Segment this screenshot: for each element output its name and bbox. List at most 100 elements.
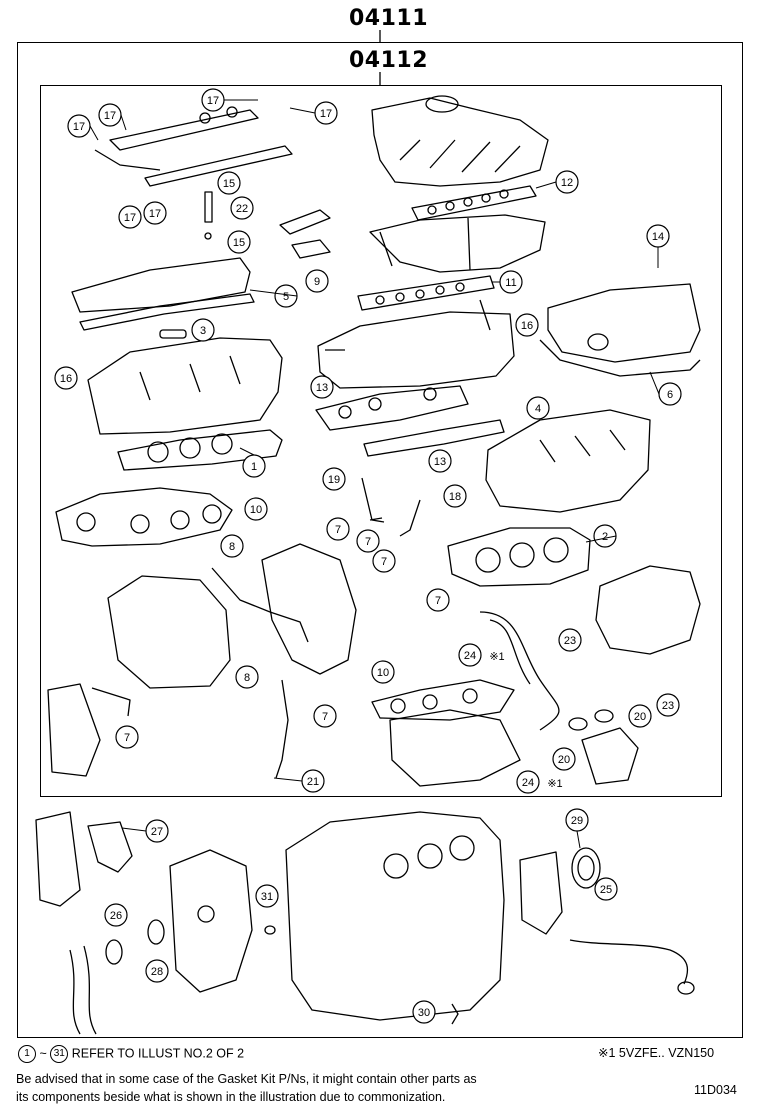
callout-c7e [115,725,139,749]
callout-c9-num: 9 [314,276,320,288]
outer-kit-code: 04111 [349,6,429,31]
gasket-10b [371,679,515,721]
callout-c24a-num: 24 [464,650,476,662]
outer-kit-frame [17,42,743,1038]
callout-c15b-num: 15 [233,237,245,249]
inner-kit-code: 04112 [349,48,429,73]
illustration-code: 11D034 [694,1083,737,1097]
callout-c15a-num: 15 [223,178,235,190]
callout-c15a [217,171,241,195]
callout-c6-num: 6 [667,389,673,401]
callout-c8b [235,665,259,689]
callout-c7d [426,588,450,612]
callout-c25 [594,877,618,901]
refer-note: 1 ~ 31 REFER TO ILLUST NO.2 OF 2 [18,1045,244,1063]
callout-c3 [191,318,215,342]
callout-c13a [310,375,334,399]
callout-c23a [558,628,582,652]
advisory-line-2: its components beside what is shown in t… [16,1090,446,1104]
callout-c22-num: 22 [236,203,248,215]
inner-kit-frame [40,85,722,797]
callout-c2-num: 2 [602,531,608,543]
callout-c13a-num: 13 [316,382,328,394]
left-cylinder-head [87,337,283,435]
callout-c7d-num: 7 [435,595,441,607]
callout-c5-num: 5 [283,291,289,303]
callout-c17f [143,201,167,225]
exhaust-manifold-left [55,487,233,547]
callout-c15b [227,230,251,254]
callout-c7b-num: 7 [365,536,371,548]
callout-c4 [526,396,550,420]
callout-c7e-num: 7 [124,732,130,744]
callout-c20b-num: 20 [558,754,570,766]
callout-c4-num: 4 [535,403,541,415]
callout-c17b-num: 17 [104,110,116,122]
callout-c7c [372,549,396,573]
callout-c31-num: 31 [261,891,273,903]
callout-c24a [458,643,482,667]
callout-c22 [230,196,254,220]
exhaust-manifold-right [595,565,701,655]
callout-c19-num: 19 [328,474,340,486]
gasket-13a [315,385,469,431]
callout-c26-num: 26 [110,910,122,922]
callout-c17a-num: 17 [73,121,85,133]
callout-c1-num: 1 [251,461,257,473]
callout-c24b-num: 24 [522,777,534,789]
callout-c12-num: 12 [561,177,573,189]
note-mark-24a: ※1 [489,651,504,663]
callout-c8a [220,534,244,558]
callout-c10a-num: 10 [250,504,262,516]
right-cylinder-head [485,409,651,513]
callout-c17d-num: 17 [320,108,332,120]
callout-c30-num: 30 [418,1007,430,1019]
intake-plenum [371,97,549,187]
callout-c11-num: 11 [505,277,516,289]
callout-c27-num: 27 [151,826,163,838]
note-mark-24b: ※1 [547,778,562,790]
callout-c30 [412,1000,436,1024]
callout-c8a-num: 8 [229,541,235,553]
callout-c10b-num: 10 [377,667,389,679]
callout-c17c-num: 17 [207,95,219,107]
callout-c20b [552,747,576,771]
center-timing-cover [261,543,357,675]
callout-c10b [371,660,395,684]
callout-c7a [326,517,350,541]
range-end-marker: 31 [50,1045,69,1063]
callout-c16a-num: 16 [60,373,72,385]
callout-c7f [313,704,337,728]
gasket-11 [357,275,495,311]
callout-c31 [255,884,279,908]
callout-c16a [54,366,78,390]
callout-c17e [118,205,142,229]
callout-c7f-num: 7 [322,711,328,723]
callout-c10a [244,497,268,521]
callout-c23b [656,693,680,717]
head-gasket-2 [447,527,591,587]
callout-c21-num: 21 [307,776,319,788]
engine-block [285,811,505,1021]
callout-c9 [305,269,329,293]
callout-c17e-num: 17 [124,212,136,224]
callout-c16b-num: 16 [521,320,533,332]
callout-c7a-num: 7 [335,524,341,536]
advisory-line-1: Be advised that in some case of the Gask… [16,1072,477,1086]
callout-c29-num: 29 [571,815,583,827]
callout-c7b [356,529,380,553]
callout-c25-num: 25 [600,884,612,896]
gasket-12 [411,185,537,221]
callout-c28 [145,959,169,983]
right-valve-cover [547,283,701,363]
callout-c13b [428,449,452,473]
callout-c26 [104,903,128,927]
callout-c18 [443,484,467,508]
callout-c19 [322,467,346,491]
callout-c14-num: 14 [652,231,664,243]
callout-c3-num: 3 [200,325,206,337]
range-start-marker: 1 [18,1045,36,1063]
callout-c20a-num: 20 [634,711,646,723]
